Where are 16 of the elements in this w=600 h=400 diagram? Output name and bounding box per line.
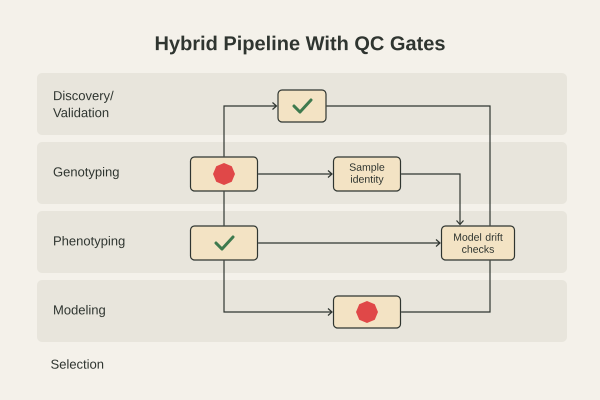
connector [401,260,491,313]
connector [223,260,333,316]
gate-box [277,89,327,123]
connector [326,105,491,226]
title: Hybrid Pipeline With QC Gates [156,36,445,54]
process-box: Model drift checks [440,225,516,261]
connector [258,170,333,178]
connector [401,173,464,226]
lane-label: Selection [51,359,104,369]
connector [223,102,278,156]
gate-box [190,225,258,261]
process-box: Sample identity [332,156,402,192]
lane-band: Modeling [37,280,567,342]
connector [258,239,441,247]
lane-band: Discovery/ Validation [37,73,567,135]
connector [223,192,225,226]
